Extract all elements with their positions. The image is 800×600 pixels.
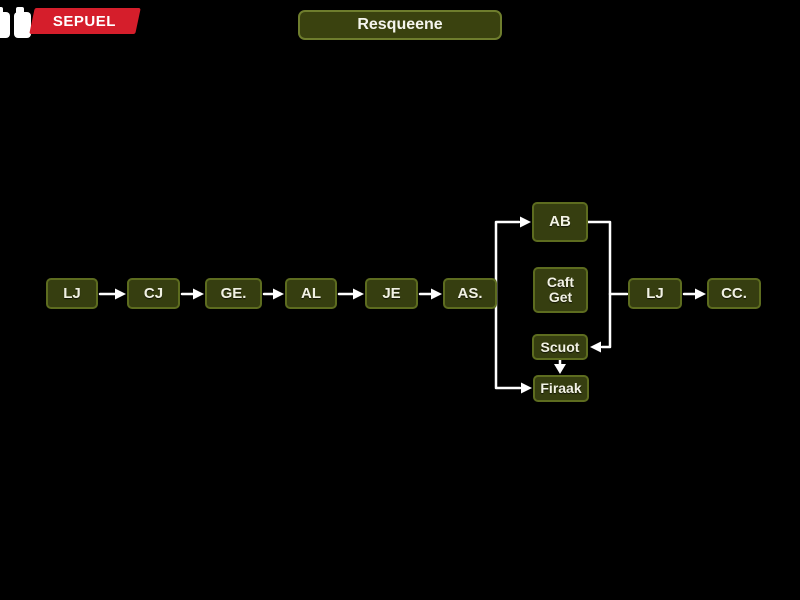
flow-node-label: Firaak — [540, 380, 582, 397]
flow-node-caft-get[interactable]: Caft Get — [533, 267, 588, 313]
flow-node-label: AB — [549, 213, 571, 231]
flow-node-al[interactable]: AL — [285, 278, 337, 309]
battery-bar — [14, 12, 31, 38]
flow-node-label: GE. — [220, 284, 247, 302]
flow-node-firaak[interactable]: Firaak — [533, 375, 589, 402]
flow-node-as[interactable]: AS. — [443, 278, 497, 309]
flow-node-label: CJ — [143, 284, 164, 302]
flow-node-label: LJ — [646, 284, 664, 302]
brand-badge: SEPUEL — [29, 8, 141, 34]
arrowheads — [115, 216, 706, 394]
flow-node-label: Scuot — [540, 338, 580, 355]
flow-node-lj-1[interactable]: LJ — [46, 278, 98, 309]
battery-tab — [0, 7, 3, 14]
flow-node-label: AS. — [457, 284, 483, 302]
battery-pair-icon — [0, 0, 36, 46]
flow-node-label: CC. — [721, 284, 747, 302]
flow-node-label: AL — [301, 284, 321, 302]
flow-node-scuot[interactable]: Scuot — [532, 334, 588, 360]
flow-node-je[interactable]: JE — [365, 278, 418, 309]
flow-node-ge[interactable]: GE. — [205, 278, 262, 309]
brand-label: SEPUEL — [53, 12, 117, 30]
flow-node-label: LJ — [63, 284, 81, 302]
battery-bar — [0, 12, 10, 38]
flow-node-lj-2[interactable]: LJ — [628, 278, 682, 309]
battery-tab — [16, 7, 24, 14]
flow-node-ab[interactable]: AB — [532, 202, 588, 242]
title-button[interactable]: Resqueene — [298, 10, 502, 40]
edge-ab-branch — [586, 220, 612, 349]
flow-node-label: JE — [382, 284, 401, 302]
flow-node-label: Caft Get — [546, 274, 575, 305]
flow-node-cc[interactable]: CC. — [707, 278, 761, 309]
flow-node-cj[interactable]: CJ — [127, 278, 180, 309]
edge-as-branch — [494, 220, 522, 390]
